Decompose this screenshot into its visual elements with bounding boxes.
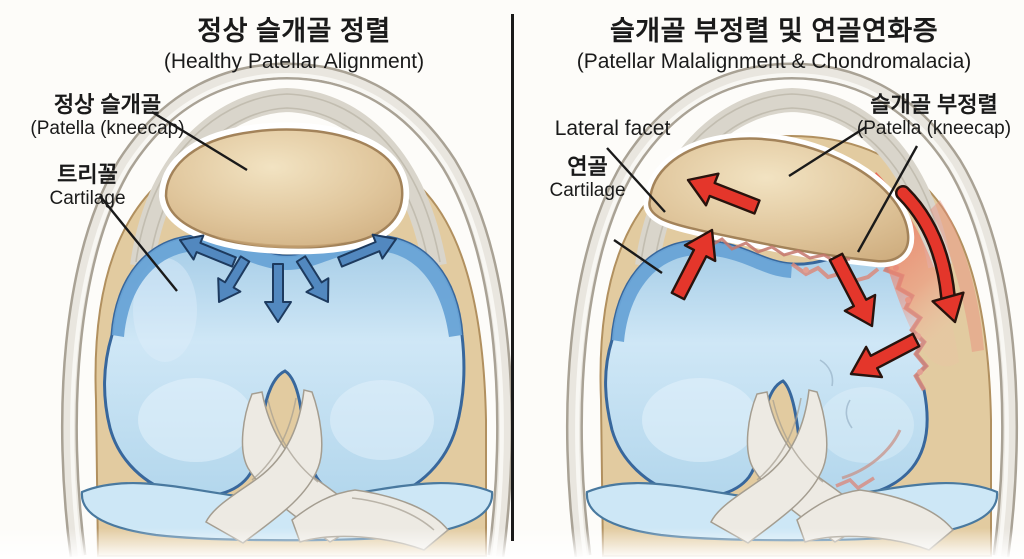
- label-patella-right-english: (Patella (kneecap): [856, 117, 1012, 139]
- label-cartilage-right-korean: 연골: [567, 154, 608, 179]
- label-patella-right-korean: 슬개골 부정렬: [870, 92, 998, 117]
- leader-patella-right-b: [856, 145, 919, 253]
- stress-arrow-down-left: [849, 332, 921, 379]
- cartilage-highlight: [133, 258, 197, 362]
- right-title-korean: 슬개골 부정렬 및 연골연화증: [609, 16, 939, 46]
- patella: [164, 128, 404, 249]
- patella-edge-damage: [698, 235, 851, 263]
- label-lateral-facet: Lateral facet: [554, 117, 671, 140]
- left-title-korean: 정상 슬개골 정렬: [197, 16, 391, 46]
- pressure-arrows-blue: [179, 233, 397, 323]
- leader-cartilage-left: [99, 195, 178, 292]
- joint-capsule: [565, 62, 1019, 558]
- stress-arrow-curved-lateral: [895, 185, 965, 324]
- joint-capsule: [60, 62, 514, 558]
- patella-malaligned: [648, 137, 910, 263]
- left-panel-title: 정상 슬개골 정렬 (Healthy Patellar Alignment): [64, 16, 524, 75]
- right-panel-title: 슬개골 부정렬 및 연골연화증 (Patellar Malalignment &…: [544, 16, 1004, 75]
- label-cartilage-left: 트리꼴 Cartilage: [15, 162, 160, 210]
- healthy-knee-figure: [60, 62, 514, 558]
- pressure-arrow-down: [264, 263, 292, 323]
- leader-lateral-facet: [606, 147, 666, 213]
- stress-arrows-red: [670, 172, 965, 379]
- pressure-arrow-up-right: [337, 233, 397, 268]
- label-patella-left-english: (Patella (kneecap): [30, 117, 185, 139]
- leader-patella-left: [151, 110, 248, 172]
- cartilage-highlight: [642, 378, 758, 462]
- label-patella-left-korean: 정상 슬개골: [53, 92, 162, 117]
- cartilage-highlight: [138, 378, 254, 462]
- label-patella-left: 정상 슬개골 (Patella (kneecap): [10, 92, 205, 140]
- pressure-arrow-down-right: [295, 255, 330, 303]
- stress-arrow-down-right: [828, 252, 877, 328]
- patella-shading: [214, 236, 350, 249]
- label-patella-right: 슬개골 부정렬 (Patella (kneecap): [845, 92, 1023, 140]
- cartilage-highlight: [818, 387, 914, 463]
- stress-arrow-up-facet: [670, 228, 717, 301]
- cartilage-rim-partial: [612, 241, 792, 342]
- label-cartilage-right-english: Cartilage: [549, 179, 626, 201]
- pressure-arrow-down-left: [217, 255, 251, 303]
- label-cartilage-left-english: Cartilage: [49, 187, 126, 209]
- label-cartilage-left-korean: 트리꼴: [57, 162, 118, 187]
- panel-divider: [511, 14, 514, 541]
- pressure-arrow-up-left: [179, 234, 237, 268]
- label-cartilage-right: 연골 Cartilage: [520, 154, 655, 202]
- malaligned-knee-figure: [565, 62, 1019, 558]
- leader-cartilage-right: [613, 239, 663, 274]
- stress-arrow-patella-lateral: [686, 172, 761, 215]
- inflamed-capsule-tint: [930, 200, 984, 352]
- cartilage-rim: [112, 236, 462, 337]
- right-title-english: (Patellar Malalignment & Chondromalacia): [576, 49, 972, 73]
- left-title-english: (Healthy Patellar Alignment): [163, 49, 425, 73]
- leader-lines: [99, 110, 919, 292]
- leader-patella-right-a: [788, 125, 867, 178]
- cartilage-highlight: [330, 380, 434, 460]
